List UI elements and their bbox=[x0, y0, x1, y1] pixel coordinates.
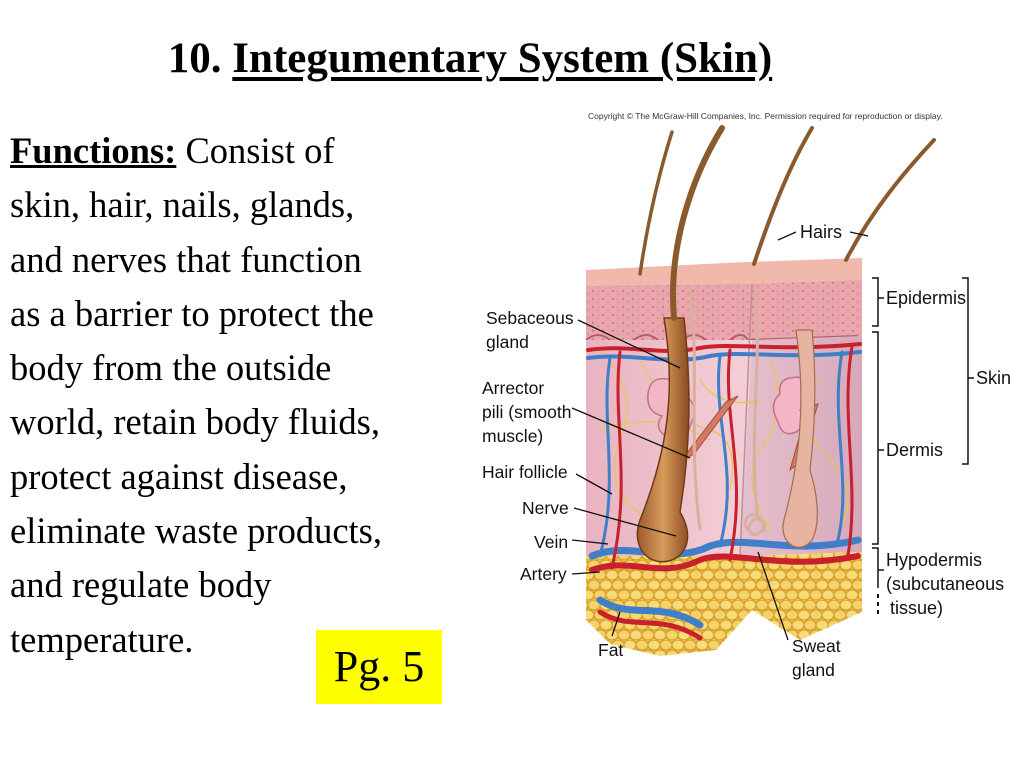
hair-shafts bbox=[638, 125, 936, 321]
hair-follicles bbox=[636, 317, 818, 563]
hairs-leader bbox=[777, 231, 797, 241]
slide-title-text: Integumentary System (Skin) bbox=[232, 35, 773, 82]
epidermis-side-layer bbox=[752, 280, 862, 340]
label-arrector-2: pili (smooth bbox=[482, 402, 571, 422]
label-sebaceous-1: Sebaceous bbox=[486, 308, 574, 328]
label-sweat-2: gland bbox=[792, 660, 835, 680]
hypodermis-bracket-dots bbox=[877, 594, 879, 614]
functions-line-4: as a barrier to protect the bbox=[10, 292, 374, 334]
functions-line-10: temperature. bbox=[10, 618, 194, 660]
slide-number: 10. bbox=[167, 35, 222, 82]
sweat-glands bbox=[688, 289, 767, 536]
hypodermis-bracket bbox=[872, 547, 879, 588]
label-hypodermis-1: Hypodermis bbox=[886, 550, 982, 570]
page-reference-badge: Pg. 5 bbox=[316, 630, 442, 704]
label-nerve: Nerve bbox=[522, 498, 569, 518]
hair-shaft-3 bbox=[752, 126, 814, 266]
slide-title: 10. Integumentary System (Skin) bbox=[0, 34, 940, 83]
epidermis-bracket bbox=[872, 277, 879, 327]
arrector-leader bbox=[571, 407, 691, 459]
functions-line-5: body from the outside bbox=[10, 347, 332, 389]
sweat-leader bbox=[757, 551, 789, 641]
label-hairs: Hairs bbox=[800, 222, 842, 242]
label-fat: Fat bbox=[598, 640, 623, 660]
artery-lower bbox=[589, 553, 861, 573]
hypodermis-fat-side-layer bbox=[740, 552, 862, 640]
skin-bracket bbox=[962, 277, 969, 465]
functions-line-6: world, retain body fluids, bbox=[10, 401, 381, 443]
hair-follicle-main bbox=[636, 317, 690, 563]
dermis-bracket bbox=[872, 331, 879, 545]
label-sebaceous-2: gland bbox=[486, 332, 529, 352]
label-vein: Vein bbox=[534, 532, 568, 552]
hair-follicle-right bbox=[782, 329, 818, 548]
functions-lead: Functions: bbox=[10, 130, 177, 171]
block-front-corner bbox=[739, 283, 753, 557]
epidermis-top-surface bbox=[586, 258, 862, 290]
label-artery: Artery bbox=[520, 564, 567, 584]
label-skin: Skin bbox=[976, 368, 1011, 388]
functions-line-7: protect against disease, bbox=[10, 455, 348, 497]
hair-shaft-2 bbox=[638, 130, 674, 276]
label-hypodermis-2: (subcutaneous bbox=[886, 574, 1004, 594]
label-sweat-1: Sweat bbox=[792, 636, 841, 656]
label-epidermis: Epidermis bbox=[886, 288, 966, 308]
hair-shaft-4 bbox=[844, 138, 936, 262]
hypodermis-fat-layer bbox=[586, 556, 752, 656]
epidermis-layer bbox=[586, 284, 752, 340]
functions-text-1: Consist of bbox=[185, 130, 335, 171]
functions-line-9: and regulate body bbox=[10, 564, 272, 606]
sebaceous-leader bbox=[577, 319, 681, 369]
functions-line-1: Functions: Consist of bbox=[10, 124, 490, 178]
label-hair-follicle: Hair follicle bbox=[482, 462, 568, 482]
nerve-leader bbox=[573, 507, 677, 537]
leader-lines bbox=[571, 231, 869, 641]
label-arrector-1: Arrector bbox=[482, 378, 544, 398]
artery-leader bbox=[571, 571, 601, 575]
functions-line-3: and nerves that function bbox=[10, 238, 362, 280]
label-hypodermis-3: tissue) bbox=[890, 598, 943, 618]
hair-follicle-leader bbox=[575, 473, 613, 495]
fat-leader bbox=[611, 611, 621, 637]
vein-leader bbox=[571, 539, 609, 545]
label-arrector-3: muscle) bbox=[482, 426, 543, 446]
layer-brackets bbox=[872, 277, 974, 588]
functions-line-2: skin, hair, nails, glands, bbox=[10, 184, 355, 226]
functions-paragraph: Functions: Consist of skin, hair, nails,… bbox=[10, 124, 490, 667]
skin-block bbox=[585, 258, 862, 656]
figure-copyright: Copyright © The McGraw-Hill Companies, I… bbox=[588, 111, 943, 121]
functions-line-8: eliminate waste products, bbox=[10, 510, 382, 552]
hair-shaft-1 bbox=[670, 125, 725, 321]
label-dermis: Dermis bbox=[886, 440, 943, 460]
